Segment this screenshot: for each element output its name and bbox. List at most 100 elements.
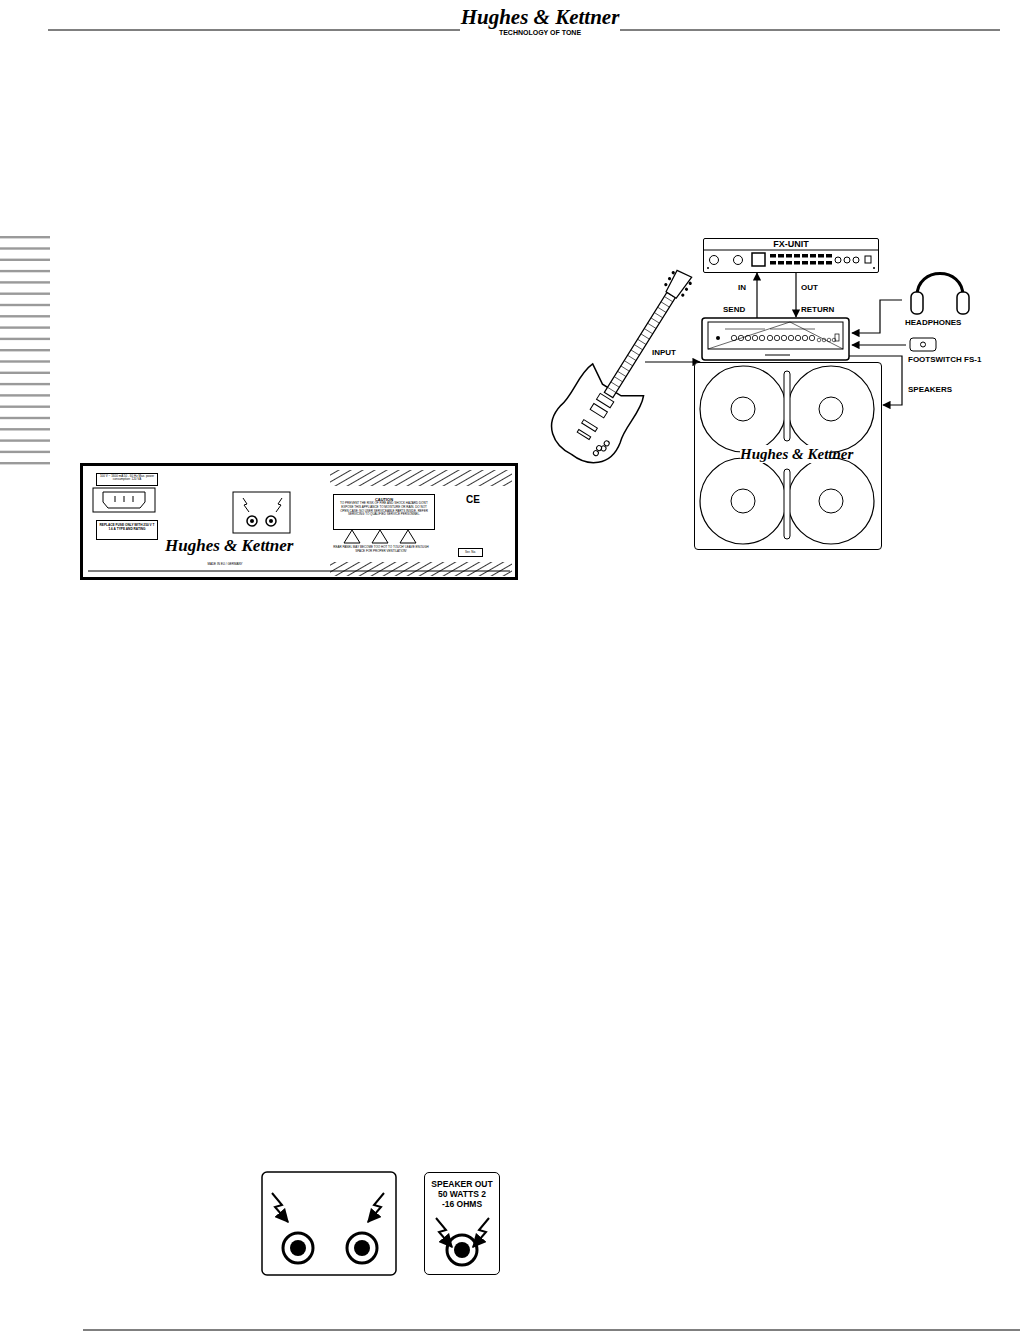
guitar-headstock: [664, 269, 691, 300]
margin-stripe: [0, 372, 50, 374]
fx-button: [778, 261, 784, 265]
box-text: REPLACE FUSE ONLY WITH 250 V T 1.6 A TYP…: [99, 523, 155, 531]
amp-panel: [708, 322, 843, 349]
amp-knob: [774, 335, 779, 340]
amp-knob: [759, 335, 764, 340]
amp-panel-line: [770, 329, 815, 330]
fret: [621, 366, 629, 371]
amp-badge: [765, 355, 790, 356]
margin-stripe: [0, 304, 50, 306]
fret: [654, 313, 662, 318]
fx-button: [786, 261, 792, 265]
fx-knob: [844, 257, 850, 263]
headphones-wire: [852, 300, 902, 333]
lightning-symbol: [276, 498, 282, 512]
speaker-cap: [731, 489, 755, 513]
fret: [651, 318, 659, 323]
speaker-cone: [788, 366, 874, 452]
speaker-cone: [700, 366, 786, 452]
warning-triangle: [372, 530, 388, 543]
signal-label: INPUT: [652, 348, 676, 357]
amp-knob: [795, 335, 800, 340]
caution-label: CAUTIONTO PREVENT THE RISK OF FIRE AND S…: [333, 494, 435, 530]
lightning-symbol: [243, 498, 249, 512]
speaker-cone: [700, 458, 786, 544]
signal-label: RETURN: [801, 305, 834, 314]
box-body: TO PREVENT THE RISK OF FIRE AND SHOCK HA…: [337, 502, 431, 517]
fret: [661, 302, 669, 307]
fret: [618, 371, 626, 376]
vent: [330, 562, 512, 576]
margin-stripe: [0, 406, 50, 408]
power-pin: [115, 496, 116, 502]
jack: [283, 1233, 313, 1263]
tailpiece: [577, 429, 590, 439]
fret: [608, 387, 616, 392]
tuning-peg: [664, 282, 668, 286]
margin-stripe: [0, 315, 50, 317]
margin-stripe: [0, 293, 50, 295]
guitar-body: [541, 361, 648, 474]
margin-stripe: [0, 383, 50, 385]
fx-button: [770, 261, 776, 265]
jack: [290, 1240, 306, 1256]
jack: [354, 1240, 370, 1256]
margin-stripe: [0, 394, 50, 396]
ear-cup: [957, 292, 969, 314]
input-arrow: [645, 361, 700, 362]
serial-label: Ser. No.: [458, 548, 483, 557]
amp-panel-line: [725, 329, 765, 330]
amp-head: [702, 318, 849, 360]
rack-screw: [707, 267, 709, 269]
margin-stripe: [0, 236, 50, 238]
footswitch-wire: [852, 344, 906, 345]
return-arrow: [795, 273, 796, 317]
amp-knob: [767, 335, 772, 340]
tuning-peg: [671, 271, 675, 275]
lightning-symbol: [272, 1193, 288, 1222]
fret: [638, 339, 646, 344]
footswitch-button: [921, 342, 926, 347]
amp-knob: [788, 335, 793, 340]
fx-button: [810, 254, 816, 258]
headphones: HEADPHONES: [905, 262, 977, 328]
lightning-symbol: [368, 1193, 384, 1222]
fx-button: [794, 254, 800, 258]
send-arrow: [756, 273, 757, 318]
jack: [454, 1242, 470, 1258]
footer-rule: [83, 1330, 1020, 1331]
fx-knob: [853, 257, 859, 263]
fx-button: [770, 254, 776, 258]
fret: [628, 355, 636, 360]
margin-stripe: [0, 439, 50, 441]
speaker-cap: [819, 397, 843, 421]
margin-stripe: [0, 417, 50, 419]
amp-knob: [752, 335, 757, 340]
amp-knob: [781, 335, 786, 340]
pickup: [590, 404, 607, 418]
port-label: OUT: [801, 283, 818, 292]
logo: Hughes & Kettner: [460, 6, 620, 28]
bridge: [582, 420, 598, 432]
warning-note: REAR PANEL MAY BECOME TOO HOT TO TOUCH! …: [333, 546, 429, 554]
control-knob: [603, 440, 610, 447]
margin-stripe: [0, 338, 50, 340]
tuning-peg: [667, 276, 671, 280]
amp-knob: [817, 338, 821, 342]
jack-panel: [233, 492, 290, 533]
box-text: HEADPHONES: [905, 262, 977, 328]
fret: [644, 329, 652, 334]
footswitch: FOOTSWITCH FS-1: [908, 338, 992, 368]
fret: [648, 323, 656, 328]
header-rule: [48, 30, 462, 31]
box-text: FOOTSWITCH FS-1: [908, 338, 992, 365]
jack: [347, 1233, 377, 1263]
ce-mark: CE: [466, 494, 480, 505]
fx-display: [752, 253, 765, 266]
speaker-cabinet: Hughes & Kettner: [694, 362, 882, 550]
margin-stripe: [0, 326, 50, 328]
rating-label: 100 V ~ 1600 mA 50 - 60 Hz Max. power co…: [96, 473, 158, 486]
fx-knob: [734, 256, 743, 265]
footswitch-box: [910, 338, 936, 351]
fx-button: [786, 254, 792, 258]
